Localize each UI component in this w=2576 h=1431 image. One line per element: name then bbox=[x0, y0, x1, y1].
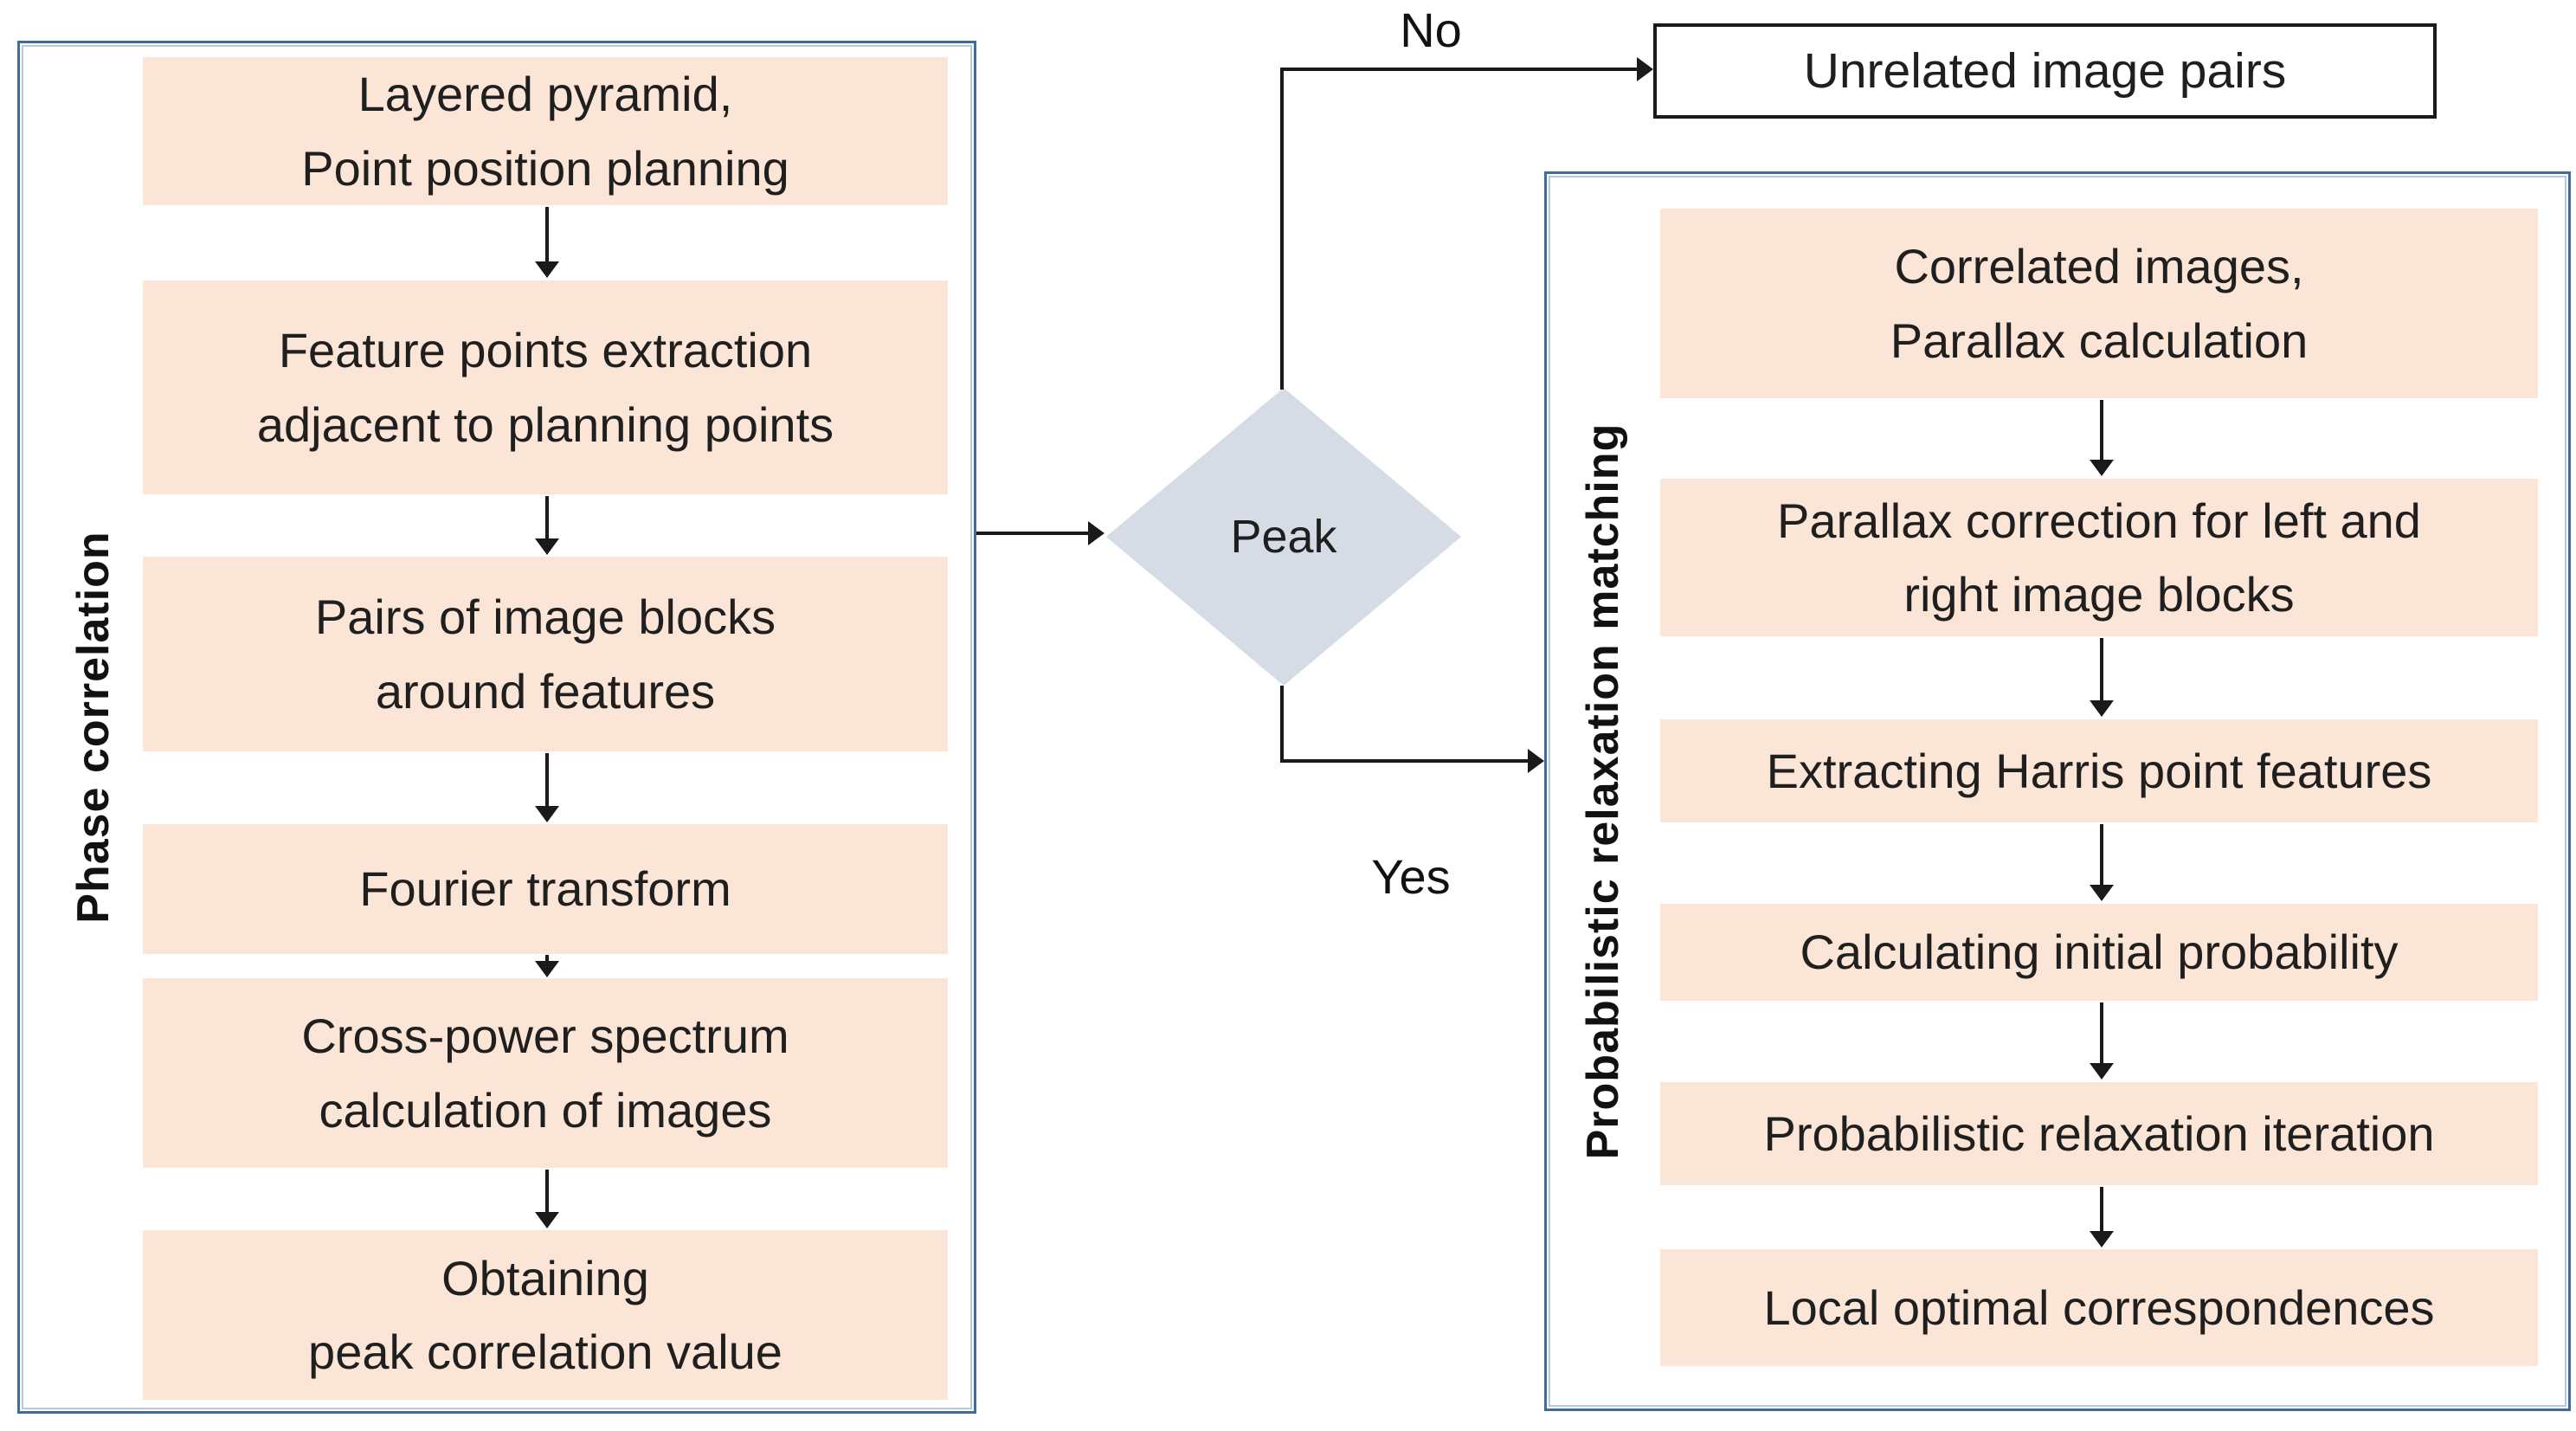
left-step-2: Feature points extraction adjacent to pl… bbox=[143, 280, 948, 494]
arrow-down-icon bbox=[534, 496, 560, 555]
peak-decision-diamond: Peak bbox=[1106, 388, 1461, 686]
no-label: No bbox=[1400, 3, 1462, 57]
yes-label: Yes bbox=[1371, 849, 1451, 904]
peak-label: Peak bbox=[1230, 511, 1337, 563]
probabilistic-relaxation-title: Probabilistic relaxation matching bbox=[1578, 422, 1628, 1160]
right-step-3: Extracting Harris point features bbox=[1660, 719, 2538, 822]
yes-branch-line bbox=[1280, 686, 1284, 761]
arrow-down-icon bbox=[2089, 824, 2115, 901]
arrow-down-icon bbox=[534, 207, 560, 278]
unrelated-image-pairs-label: Unrelated image pairs bbox=[1803, 43, 2287, 99]
arrow-down-icon bbox=[534, 753, 560, 822]
arrow-right-icon bbox=[1280, 748, 1544, 774]
unrelated-image-pairs-box: Unrelated image pairs bbox=[1653, 23, 2437, 119]
left-step-6: Obtaining peak correlation value bbox=[143, 1230, 948, 1400]
right-step-4: Calculating initial probability bbox=[1660, 904, 2538, 1001]
arrow-down-icon bbox=[2089, 1002, 2115, 1080]
arrow-down-icon bbox=[534, 1170, 560, 1228]
arrow-down-icon bbox=[534, 955, 560, 977]
phase-correlation-title: Phase correlation bbox=[68, 531, 119, 924]
left-step-3: Pairs of image blocks around features bbox=[143, 557, 948, 751]
right-step-1: Correlated images, Parallax calculation bbox=[1660, 209, 2538, 398]
left-step-4: Fourier transform bbox=[143, 824, 948, 954]
arrow-right-icon bbox=[1280, 56, 1653, 82]
arrow-down-icon bbox=[2089, 1187, 2115, 1247]
left-step-5: Cross-power spectrum calculation of imag… bbox=[143, 978, 948, 1168]
left-step-1: Layered pyramid, Point position planning bbox=[143, 57, 948, 205]
arrow-right-icon bbox=[976, 520, 1104, 546]
arrow-down-icon bbox=[2089, 400, 2115, 476]
right-step-2: Parallax correction for left and right i… bbox=[1660, 479, 2538, 636]
right-step-5: Probabilistic relaxation iteration bbox=[1660, 1082, 2538, 1185]
no-branch-line bbox=[1280, 68, 1284, 390]
arrow-down-icon bbox=[2089, 638, 2115, 717]
right-step-6: Local optimal correspondences bbox=[1660, 1249, 2538, 1366]
